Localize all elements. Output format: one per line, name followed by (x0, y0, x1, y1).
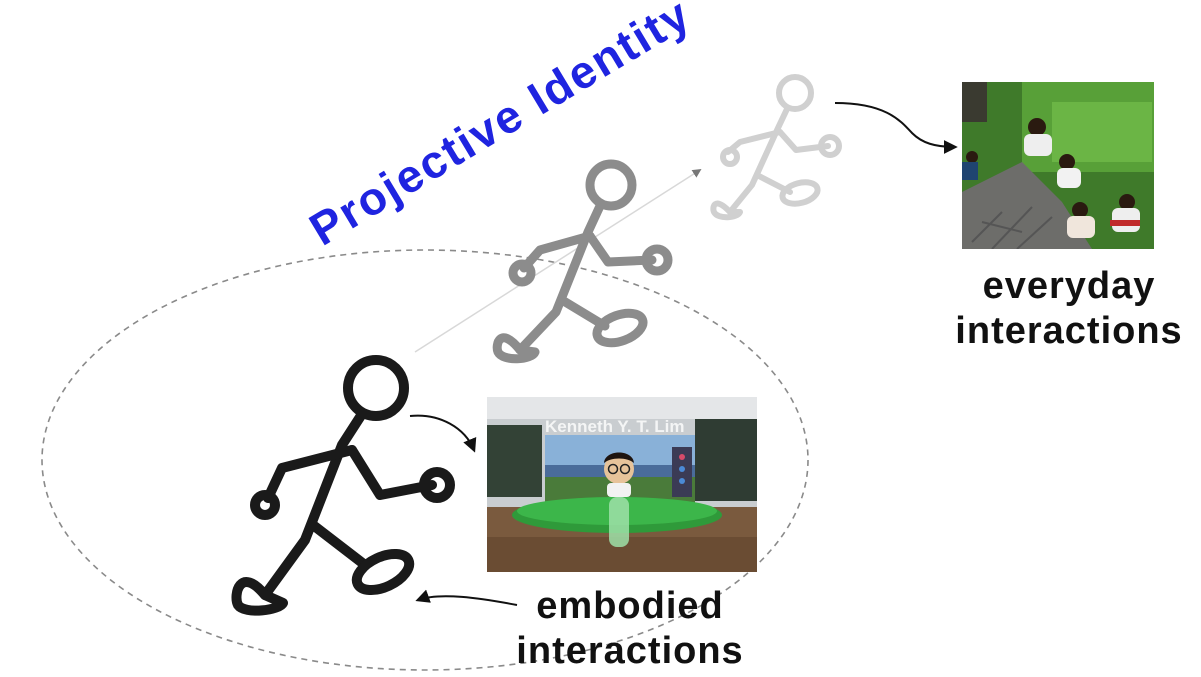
caption-line: interactions (955, 310, 1183, 352)
embodied-interactions-caption: embodied interactions (490, 584, 770, 674)
curved-arrow-icon (415, 589, 518, 606)
everyday-interactions-photo (962, 82, 1154, 249)
stick-figure-icon (231, 355, 455, 616)
vr-avatar-screenshot: Kenneth Y. T. Lim (487, 397, 757, 572)
caption-line: interactions (516, 630, 744, 672)
stick-figure-icon (710, 74, 842, 221)
everyday-interactions-caption: everyday interactions (944, 264, 1194, 354)
caption-line: everyday (982, 265, 1156, 307)
stick-figure-icon (492, 159, 673, 364)
vr-avatar-nametag: Kenneth Y. T. Lim (545, 417, 685, 436)
embodied-boundary-ellipse (41, 249, 809, 671)
projection-line (414, 169, 702, 353)
curved-arrow-icon (409, 414, 477, 453)
curved-arrow-icon (834, 102, 958, 154)
caption-line: embodied (536, 585, 724, 627)
